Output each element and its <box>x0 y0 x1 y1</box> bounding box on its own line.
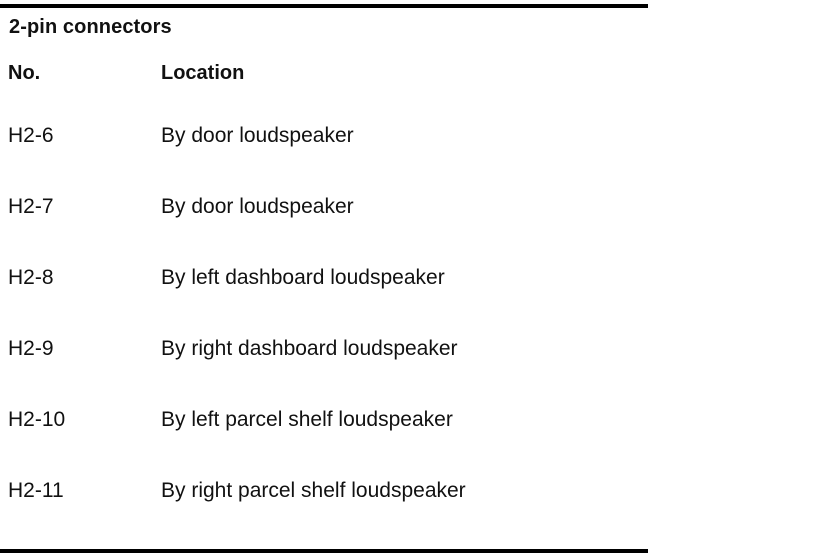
connector-location: By right dashboard loudspeaker <box>161 337 458 360</box>
header-no: No. <box>8 62 41 84</box>
header-location: Location <box>161 62 245 84</box>
connector-number: H2-7 <box>8 195 54 218</box>
connector-number: H2-11 <box>8 479 64 502</box>
bottom-rule <box>0 549 648 553</box>
connector-number: H2-6 <box>8 124 54 147</box>
table-row: H2-7 By door loudspeaker <box>0 193 648 264</box>
top-rule <box>0 4 648 8</box>
table-row: H2-9 By right dashboard loudspeaker <box>0 335 648 406</box>
table-row: H2-10 By left parcel shelf loudspeaker <box>0 406 648 477</box>
table-body: H2-6 By door loudspeaker H2-7 By door lo… <box>0 122 648 548</box>
table-header-row: No. Location <box>0 62 648 88</box>
table-row: H2-11 By right parcel shelf loudspeaker <box>0 477 648 548</box>
table-row: H2-6 By door loudspeaker <box>0 122 648 193</box>
connector-location: By door loudspeaker <box>161 195 354 218</box>
connector-number: H2-9 <box>8 337 54 360</box>
connector-number: H2-8 <box>8 266 54 289</box>
connector-location: By left dashboard loudspeaker <box>161 266 445 289</box>
table-row: H2-8 By left dashboard loudspeaker <box>0 264 648 335</box>
connector-location: By door loudspeaker <box>161 124 354 147</box>
connector-number: H2-10 <box>8 408 66 431</box>
connector-location: By left parcel shelf loudspeaker <box>161 408 453 431</box>
connector-location: By right parcel shelf loudspeaker <box>161 479 466 502</box>
table-title: 2-pin connectors <box>9 16 172 38</box>
